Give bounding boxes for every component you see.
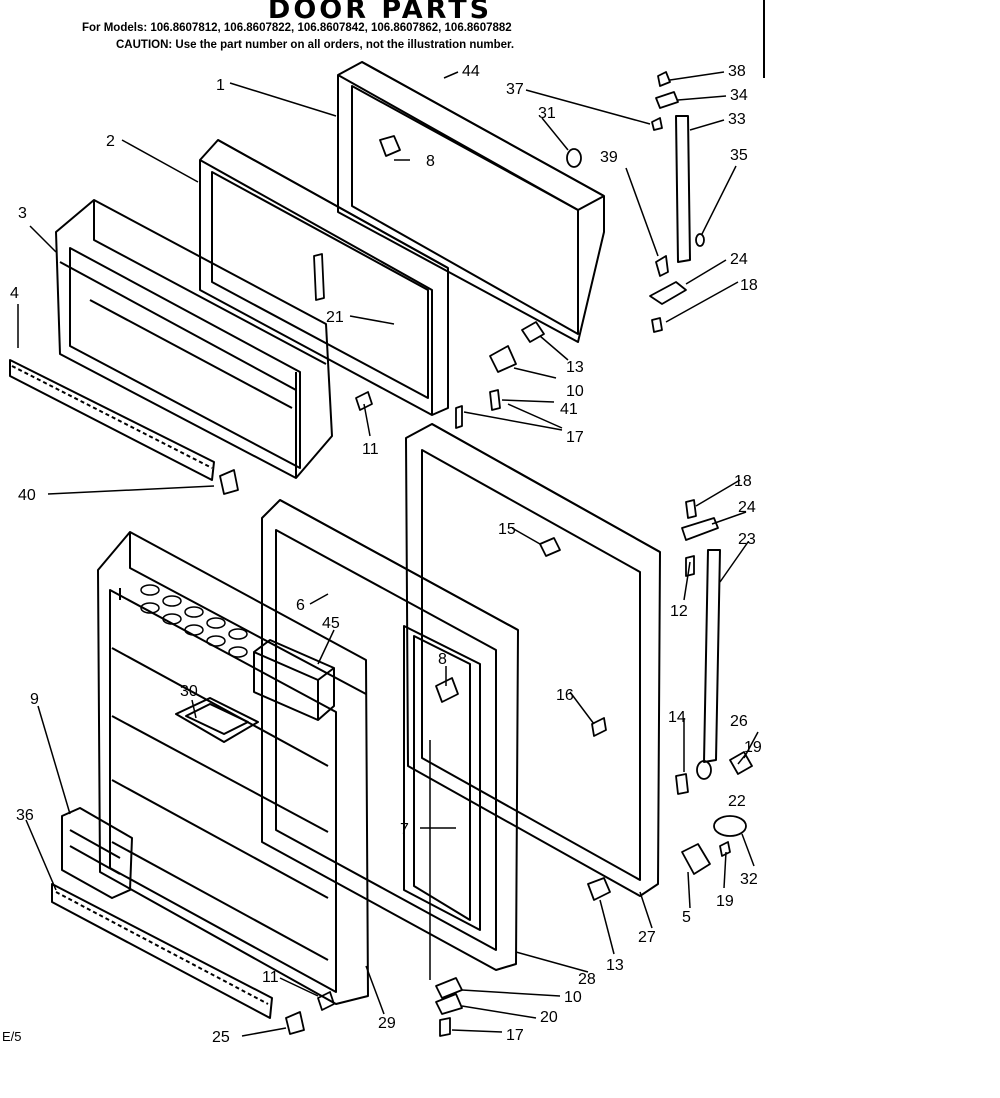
callout-leader-lines <box>17 71 759 1037</box>
callout-24b: 24 <box>738 499 756 516</box>
callout-2: 2 <box>106 133 115 150</box>
callout-32: 32 <box>740 871 758 888</box>
freezer-shelf-rail <box>9 359 215 481</box>
freezer-door-outer-panel <box>337 61 605 343</box>
callout-20: 20 <box>540 1009 558 1026</box>
callout-14: 14 <box>668 709 686 726</box>
egg-tray-holes <box>140 584 248 658</box>
fresh-food-door-outer-panel <box>405 423 661 897</box>
callout-22: 22 <box>728 793 746 810</box>
callout-24a: 24 <box>730 251 748 268</box>
callout-5: 5 <box>682 909 691 926</box>
caution-note: CAUTION: Use the part number on all orde… <box>116 39 515 51</box>
page-code: E/5 <box>2 1029 22 1044</box>
callout-33: 33 <box>728 111 746 128</box>
freezer-door-liner <box>55 199 333 479</box>
callout-45: 45 <box>322 615 340 632</box>
callout-37: 37 <box>506 81 524 98</box>
callout-25: 25 <box>212 1029 230 1046</box>
callout-4: 4 <box>10 285 19 302</box>
butter-tray <box>175 697 259 743</box>
callout-1: 1 <box>216 77 225 94</box>
dairy-compartment <box>253 639 335 721</box>
callout-38: 38 <box>728 63 746 80</box>
freezer-inner-liner-frame <box>199 139 449 416</box>
callout-31: 31 <box>538 105 556 122</box>
fresh-food-handle <box>703 549 721 763</box>
callout-13a: 13 <box>566 359 584 376</box>
callout-34: 34 <box>730 87 748 104</box>
callout-10b: 10 <box>564 989 582 1006</box>
callout-27: 27 <box>638 929 656 946</box>
callout-10a: 10 <box>566 383 584 400</box>
callout-8b: 8 <box>438 651 447 668</box>
callout-18a: 18 <box>740 277 758 294</box>
page-title: DOOR PARTS <box>267 0 493 25</box>
callout-3: 3 <box>18 205 27 222</box>
callout-21: 21 <box>326 309 344 326</box>
callout-19a: 19 <box>744 739 762 756</box>
callout-39: 39 <box>600 149 618 166</box>
callout-29: 29 <box>378 1015 396 1032</box>
callout-15: 15 <box>498 521 516 538</box>
callout-41: 41 <box>560 401 578 418</box>
callout-labels: 1 2 3 4 5 6 7 8 8 9 10 10 11 11 12 13 13… <box>10 63 762 1046</box>
callout-35: 35 <box>730 147 748 164</box>
callout-18b: 18 <box>734 473 752 490</box>
fresh-food-gasket-strip <box>403 625 481 931</box>
callout-40: 40 <box>18 487 36 504</box>
callout-8a: 8 <box>426 153 435 170</box>
callout-17b: 17 <box>506 1027 524 1044</box>
callout-11b: 11 <box>262 969 279 986</box>
callout-23: 23 <box>738 531 756 548</box>
callout-44: 44 <box>462 63 480 80</box>
callout-16: 16 <box>556 687 574 704</box>
door-bin-front <box>61 807 133 899</box>
callout-19b: 19 <box>716 893 734 910</box>
callout-17a: 17 <box>566 429 584 446</box>
fresh-food-shelf-rail <box>51 883 273 1019</box>
callout-7: 7 <box>400 821 409 838</box>
callout-28: 28 <box>578 971 596 988</box>
callout-36: 36 <box>16 807 34 824</box>
callout-26: 26 <box>730 713 748 730</box>
fresh-food-door-liner <box>97 531 369 1005</box>
header-border-rule <box>763 0 765 78</box>
callout-11a: 11 <box>362 441 379 458</box>
callout-6: 6 <box>296 597 305 614</box>
callout-30: 30 <box>180 683 198 700</box>
callout-12: 12 <box>670 603 688 620</box>
callout-9: 9 <box>30 691 39 708</box>
freezer-handle <box>675 115 691 263</box>
model-numbers-line: For Models: 106.8607812, 106.8607822, 10… <box>82 22 512 34</box>
callout-13b: 13 <box>606 957 624 974</box>
